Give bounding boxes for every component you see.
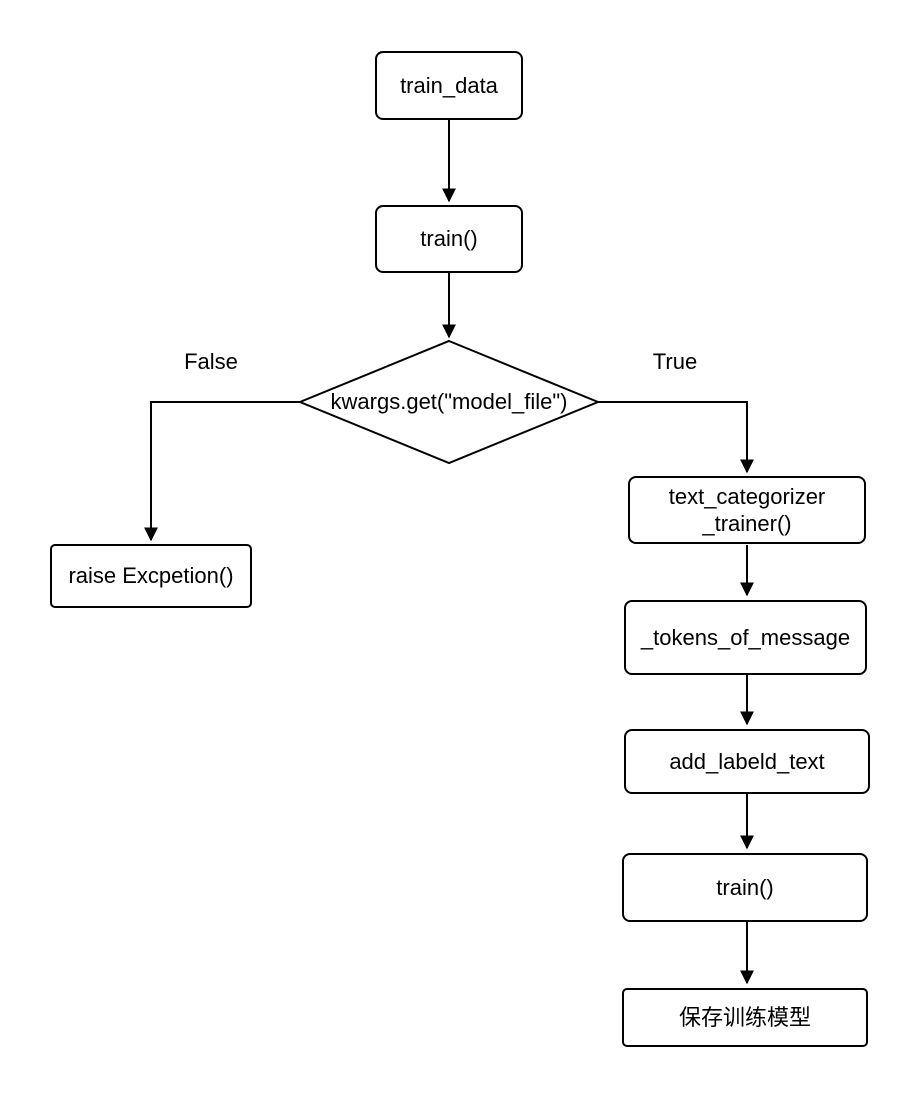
decision-condition-text: kwargs.get("model_file"): [330, 389, 568, 414]
node-tokens-of-message-label: _tokens_of_message: [640, 624, 851, 650]
node-save-model: 保存训练模型: [622, 988, 868, 1047]
branch-label-true-text: True: [652, 349, 698, 374]
node-add-labeld-text: add_labeld_text: [624, 729, 870, 794]
node-save-model-label: 保存训练模型: [678, 1004, 811, 1030]
arrow-decision-false-to-raise-exception: [144, 401, 300, 542]
node-train-call-label: train(): [420, 226, 478, 252]
node-text-categorizer-trainer: text_categorizer _trainer(): [628, 476, 866, 544]
node-train-call-2-label: train(): [716, 874, 774, 900]
node-raise-exception: raise Excpetion(): [50, 544, 252, 608]
node-train-call-2: train(): [622, 853, 868, 922]
node-raise-exception-label: raise Excpetion(): [68, 563, 234, 589]
node-add-labeld-text-label: add_labeld_text: [669, 748, 825, 774]
node-tokens-of-message: _tokens_of_message: [624, 600, 867, 675]
node-train-data: train_data: [375, 51, 523, 120]
branch-label-false: False: [171, 349, 251, 375]
branch-label-false-text: False: [184, 349, 238, 374]
branch-label-true: True: [635, 349, 715, 375]
arrow-decision-true-to-text-categorizer: [598, 401, 754, 474]
node-text-categorizer-trainer-line2: _trainer(): [702, 511, 792, 536]
node-train-data-label: train_data: [400, 72, 498, 98]
node-decision-label: kwargs.get("model_file"): [300, 341, 598, 463]
node-train-call: train(): [375, 205, 523, 273]
node-text-categorizer-trainer-line1: text_categorizer: [668, 483, 826, 509]
